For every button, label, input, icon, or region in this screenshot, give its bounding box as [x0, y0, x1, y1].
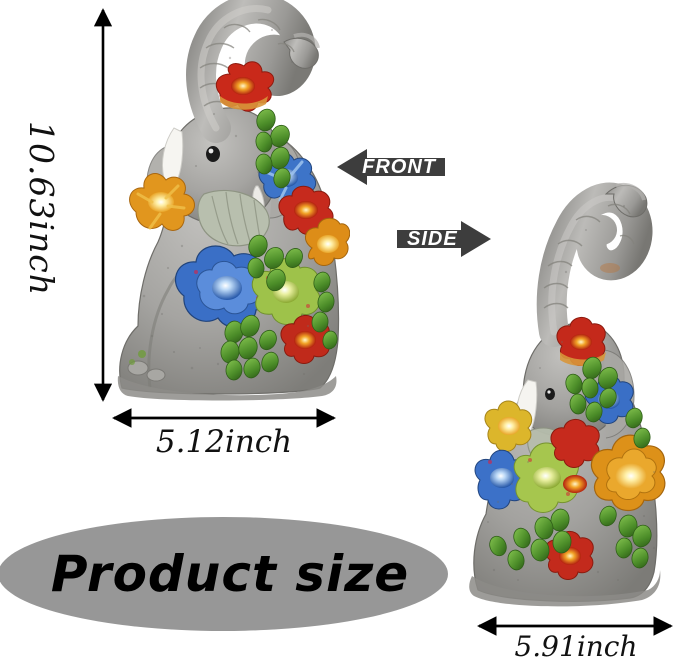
jade-leaf-chain-mid — [247, 234, 303, 292]
front-view-elephant — [108, 0, 351, 401]
width-front-dimension-label: 5.12inch — [155, 424, 293, 460]
jade-leaf-chain-low — [220, 314, 279, 381]
flower-red-head-side — [556, 317, 606, 366]
jade-leaf-chain-side-top — [565, 356, 618, 423]
front-view-callout-label: FRONT — [362, 155, 436, 178]
arrow-left-icon — [337, 149, 445, 185]
elephant-base — [117, 376, 337, 401]
banner-ellipse-shape — [0, 517, 448, 631]
width-side-dimension-label: 5.91inch — [514, 630, 638, 663]
height-dimension-label: 10.63inch — [21, 120, 61, 296]
flower-red-center-side — [550, 419, 600, 493]
flower-orange-right — [304, 217, 351, 266]
front-view-callout: FRONT — [337, 148, 445, 186]
side-view-callout: SIDE — [397, 220, 491, 258]
flower-orange-right-side — [590, 434, 666, 512]
side-view-callout-label: SIDE — [407, 227, 458, 250]
elephant-eye-side — [545, 388, 555, 400]
side-view-elephant — [458, 172, 679, 608]
jade-leaf-chain-side-mid — [489, 508, 572, 571]
jade-leaf-chain-side-right — [599, 407, 652, 569]
flower-yellow-left-side — [484, 400, 533, 452]
flower-orange-left — [129, 173, 195, 231]
banner-label: Product size — [50, 545, 410, 603]
stone-texture-side — [487, 204, 656, 581]
product-size-banner: Product size — [0, 517, 448, 631]
arrow-right-icon — [397, 221, 491, 257]
stone-texture — [142, 28, 310, 376]
elephant-base-side — [469, 570, 661, 607]
flower-red-head — [215, 61, 275, 112]
elephant-eye — [206, 146, 220, 162]
jade-leaf-chain-right — [311, 271, 338, 350]
jade-leaf-chain-head — [255, 108, 291, 189]
